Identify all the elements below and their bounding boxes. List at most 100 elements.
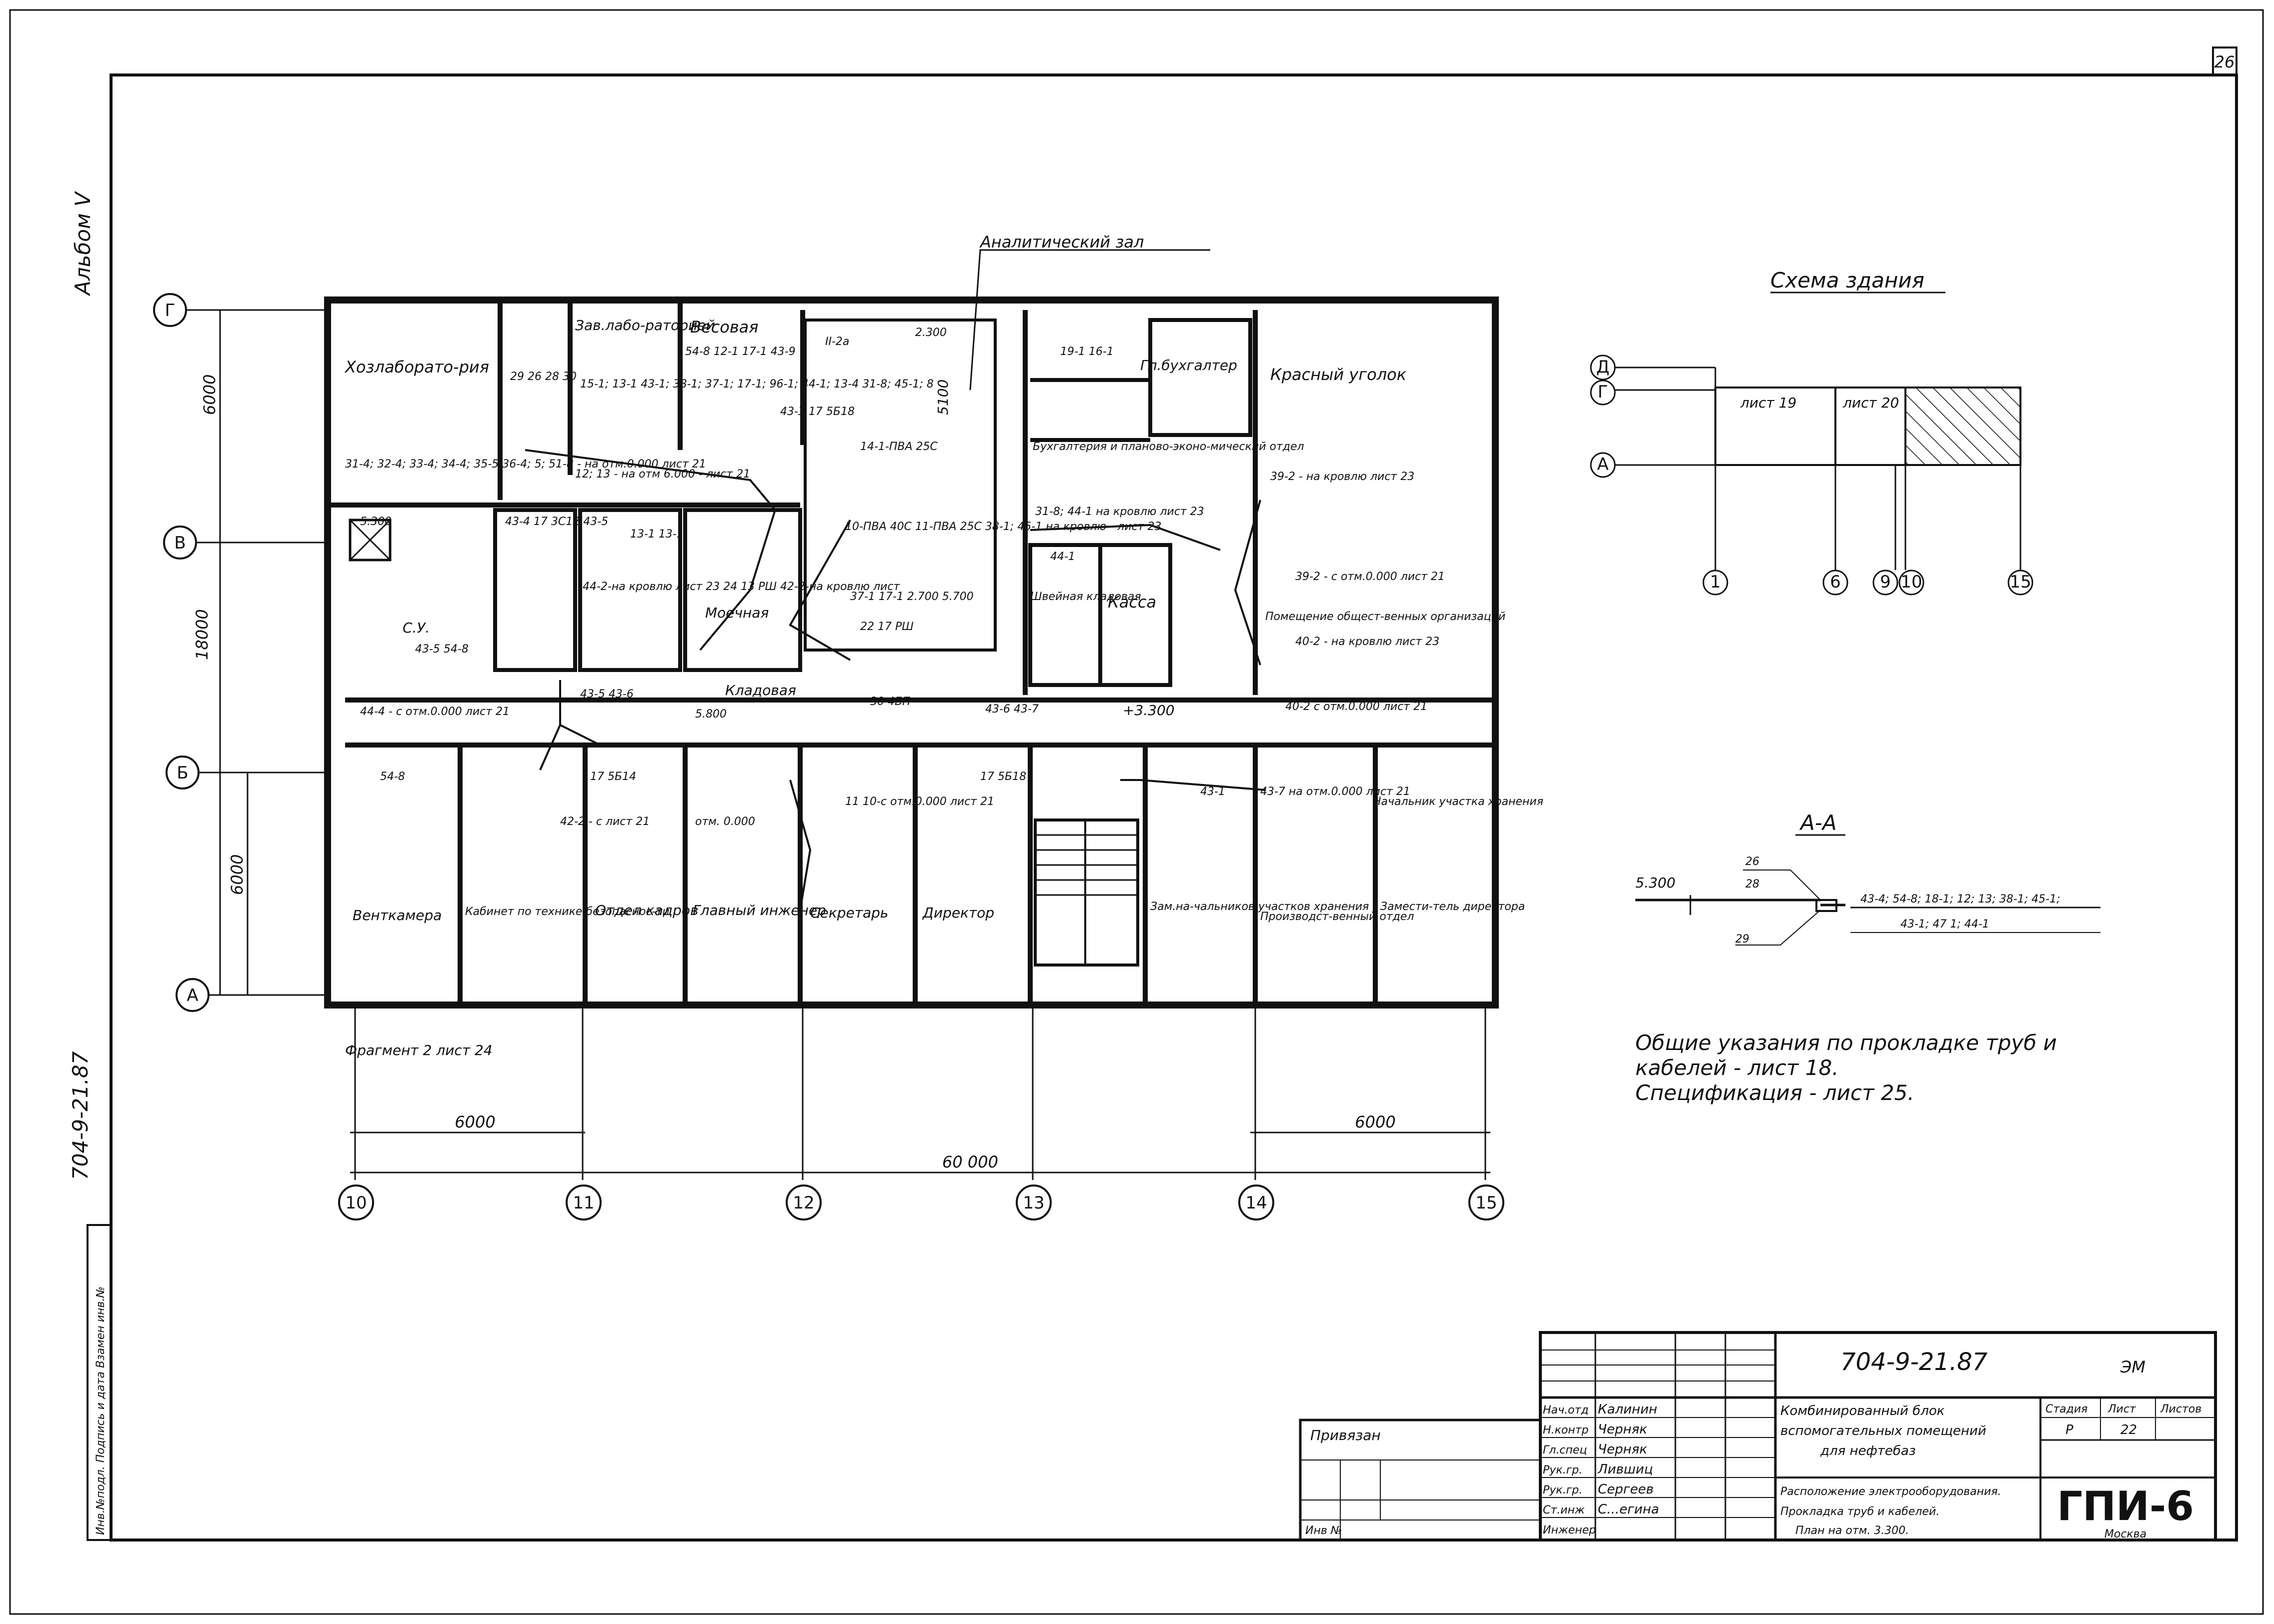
outer-walls <box>324 296 1499 1008</box>
tb-sheet: 22 <box>2120 1422 2137 1438</box>
tb-name-0: Калинин <box>1598 1402 1657 1417</box>
axis-label-12: 12 <box>793 1193 814 1213</box>
scheme-axis-10-label: 10 <box>1900 572 1922 592</box>
room-kab-tb: Кабинет по технике безопаснос-ти <box>465 906 670 918</box>
axis-label-13: 13 <box>1023 1193 1044 1213</box>
section-a-a: А-А 5.300 26 28 29 43-4; 54-8; 18-1; 12;… <box>1635 810 2100 946</box>
callout-3: 54-8 12-1 17-1 43-9 <box>685 346 796 358</box>
scheme-axis-A <box>1590 452 1616 478</box>
room-zam-dir: Замести-тель директора <box>1380 900 1525 913</box>
scheme-title: Схема здания <box>1770 268 1924 292</box>
sheet-number: 26 <box>2214 52 2235 72</box>
callout-6: 5.300 <box>360 516 392 528</box>
tb-stage: Р <box>2065 1422 2073 1438</box>
section-28: 28 <box>1745 878 1759 890</box>
tb-role-3: Рук.гр. <box>1543 1464 1582 1476</box>
callout-24: 11 10-с отм.0.000 лист 21 <box>845 796 994 808</box>
axis-label-11: 11 <box>573 1193 594 1213</box>
general-notes: Общие указания по прокладке труб и кабел… <box>1635 1030 2057 1105</box>
room-kassa: Касса <box>1108 592 1156 612</box>
tb-sheets-label: Листов <box>2160 1403 2201 1416</box>
callout-14: 17 5Б14 <box>590 770 636 783</box>
scheme-axis-G <box>1590 380 1616 406</box>
callout-32: 39-2 - с отм.0.000 лист 21 <box>1295 570 1445 583</box>
cable-run <box>1234 500 1261 666</box>
cable-run <box>525 449 777 651</box>
notes-line3: Спецификация - лист 25. <box>1635 1080 1914 1105</box>
tb-stage-label: Стадия <box>2045 1403 2087 1416</box>
room-outline <box>578 508 682 672</box>
dim-bottom-right: 6000 <box>1355 1112 1395 1132</box>
cable-run <box>789 520 851 661</box>
dim-row-3: 6000 <box>228 854 247 895</box>
callout-29: 31-8; 44-1 на кровлю лист 23 <box>1035 506 1204 518</box>
row-axes: Г В Б А 6000 18000 6000 <box>153 293 328 1012</box>
scheme-axis-10 <box>1898 570 1924 596</box>
tb-name-5: С...егина <box>1598 1502 1659 1517</box>
outer-border <box>9 9 2264 1615</box>
section-26: 26 <box>1745 856 1759 868</box>
section-title: А-А <box>1799 810 1837 835</box>
callout-11: 44-4 - с отм.0.000 лист 21 <box>360 706 510 718</box>
callout-25: 17 5Б18 <box>980 770 1026 783</box>
scheme-axis-6-label: 6 <box>1830 572 1841 592</box>
room-outline <box>1098 543 1172 687</box>
axis-label-15: 15 <box>1475 1193 1497 1213</box>
notes-line1: Общие указания по прокладке труб и <box>1635 1030 2057 1055</box>
tb-city: Москва <box>2104 1528 2146 1540</box>
scheme-axis-1-label: 1 <box>1710 572 1721 592</box>
sheet-number-box <box>2212 46 2237 76</box>
room-nach-uch: Начальник участка хранения <box>1373 796 1543 808</box>
scheme-axis-9 <box>1872 570 1898 596</box>
axis-bubble-15 <box>1468 1184 1504 1220</box>
axis-bubble-12 <box>786 1184 822 1220</box>
scheme-axis-D <box>1590 354 1616 380</box>
section-line1: 43-4; 54-8; 18-1; 12; 13; 38-1; 45-1; <box>1860 893 2060 906</box>
callout-9: 13-1 13-1 <box>630 528 684 540</box>
axis-label-G: Г <box>165 300 176 320</box>
callout-33: 40-2 - на кровлю лист 23 <box>1295 636 1439 648</box>
room-vesovaya: Весовая <box>690 318 759 336</box>
axis-bubble-13 <box>1016 1184 1052 1220</box>
tb-sheet-title-1: Прокладка труб и кабелей. <box>1780 1506 1939 1518</box>
callout-31: 39-2 - на кровлю лист 23 <box>1270 470 1414 483</box>
callout-1: 29 26 28 30 <box>510 370 577 383</box>
callout-39: 2.300 <box>915 326 947 339</box>
callout-21: 37-1 17-1 2.700 5.700 <box>850 590 974 603</box>
cable-run <box>559 680 1025 746</box>
callout-12: 43-5 43-6 <box>580 688 634 700</box>
tb-sheet-title-0: Расположение электрооборудования. <box>1780 1486 2001 1498</box>
room-outline <box>683 508 802 672</box>
scheme-hatched-area <box>1904 386 2021 466</box>
tb-project-2: для нефтебаз <box>1820 1444 1916 1458</box>
tb-role-0: Нач.отд <box>1543 1404 1589 1416</box>
scheme-sheet-19: лист 19 <box>1740 394 1796 411</box>
callout-18: 43-3 17 5Б18 <box>780 406 855 418</box>
wc-fixture-line <box>349 519 391 561</box>
drawing-frame <box>110 74 2238 1542</box>
axis-label-10: 10 <box>345 1193 367 1213</box>
tb-role-2: Гл.спец <box>1543 1444 1587 1456</box>
callout-19: 14-1-ПВА 25С <box>860 440 938 453</box>
callout-13: 5.800 <box>695 708 727 720</box>
axis-bubble-11 <box>566 1184 602 1220</box>
room-zavlab: Зав.лабо-раторией <box>575 317 715 334</box>
tb-name-3: Лившиц <box>1597 1462 1653 1477</box>
album-label: Альбом V <box>71 190 95 296</box>
room-ventkam: Венткамера <box>353 907 442 924</box>
dim-bottom-left: 6000 <box>455 1112 495 1132</box>
title-block: Привязан Инв № 704-9-21.87 ЭМ Нач.отд Н.… <box>1299 1331 2217 1542</box>
room-sekretar: Секретарь <box>810 904 888 921</box>
doc-code-margin: 704-9-21.87 <box>68 1051 93 1180</box>
callout-30: 44-1 <box>1050 550 1075 563</box>
callout-35: 43-1 <box>1200 786 1225 798</box>
column-axes: 6000 60 000 6000 10 11 12 13 14 15 <box>338 1005 1504 1220</box>
leader-analytic-hall: Аналитический зал <box>979 232 1144 252</box>
dim-row-1: 6000 <box>200 374 219 415</box>
scheme-sheet-20: лист 20 <box>1842 394 1899 411</box>
tb-role-6: Инженер <box>1543 1524 1596 1536</box>
callout-7: 43-4 17 3C12 43-5 <box>505 516 608 528</box>
callout-34: 40-2 с отм.0.000 лист 21 <box>1285 700 1427 713</box>
room-outline <box>493 508 577 672</box>
